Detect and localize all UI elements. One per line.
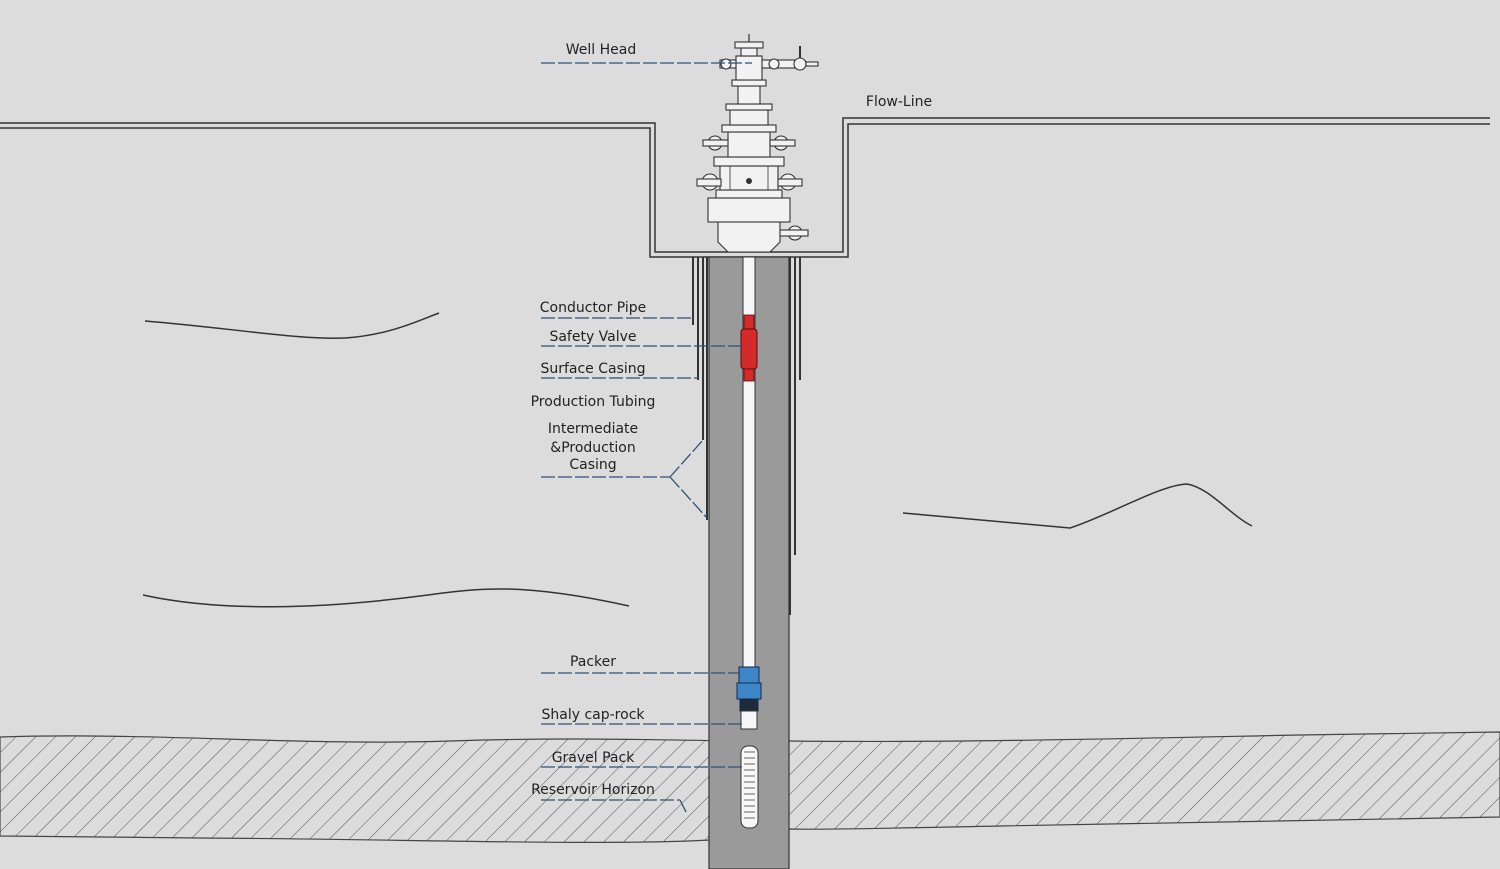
label-intermediate-line-3: Casing: [569, 457, 616, 473]
label-safety-valve: Safety Valve: [549, 329, 636, 345]
packer: [736, 666, 762, 730]
leader-intermediate-branch-1: [669, 439, 704, 478]
label-packer: Packer: [570, 654, 616, 670]
safety-valve: [740, 314, 758, 382]
label-intermediate-line-1: Intermediate: [548, 421, 638, 437]
label-well-head: Well Head: [566, 42, 636, 58]
label-production-tubing: Production Tubing: [531, 394, 656, 410]
label-reservoir-horizon: Reservoir Horizon: [531, 782, 655, 798]
label-conductor-pipe: Conductor Pipe: [540, 300, 646, 316]
leader-reservoir-horizon-tail: [679, 799, 687, 813]
label-flow-line: Flow-Line: [866, 94, 932, 110]
stratum-line-2: [142, 588, 630, 608]
leader-intermediate-branch-2: [669, 476, 708, 519]
label-gravel-pack: Gravel Pack: [552, 750, 636, 766]
gravel-pack-screen: [740, 745, 759, 829]
label-intermediate-line-2: &Production: [550, 440, 635, 456]
stratum-line-3: [902, 483, 1253, 529]
label-shaly-cap-rock: Shaly cap-rock: [542, 707, 646, 723]
label-surface-casing: Surface Casing: [540, 361, 645, 377]
stratum-line-1: [144, 312, 440, 339]
wellhead-assembly: [696, 34, 819, 253]
